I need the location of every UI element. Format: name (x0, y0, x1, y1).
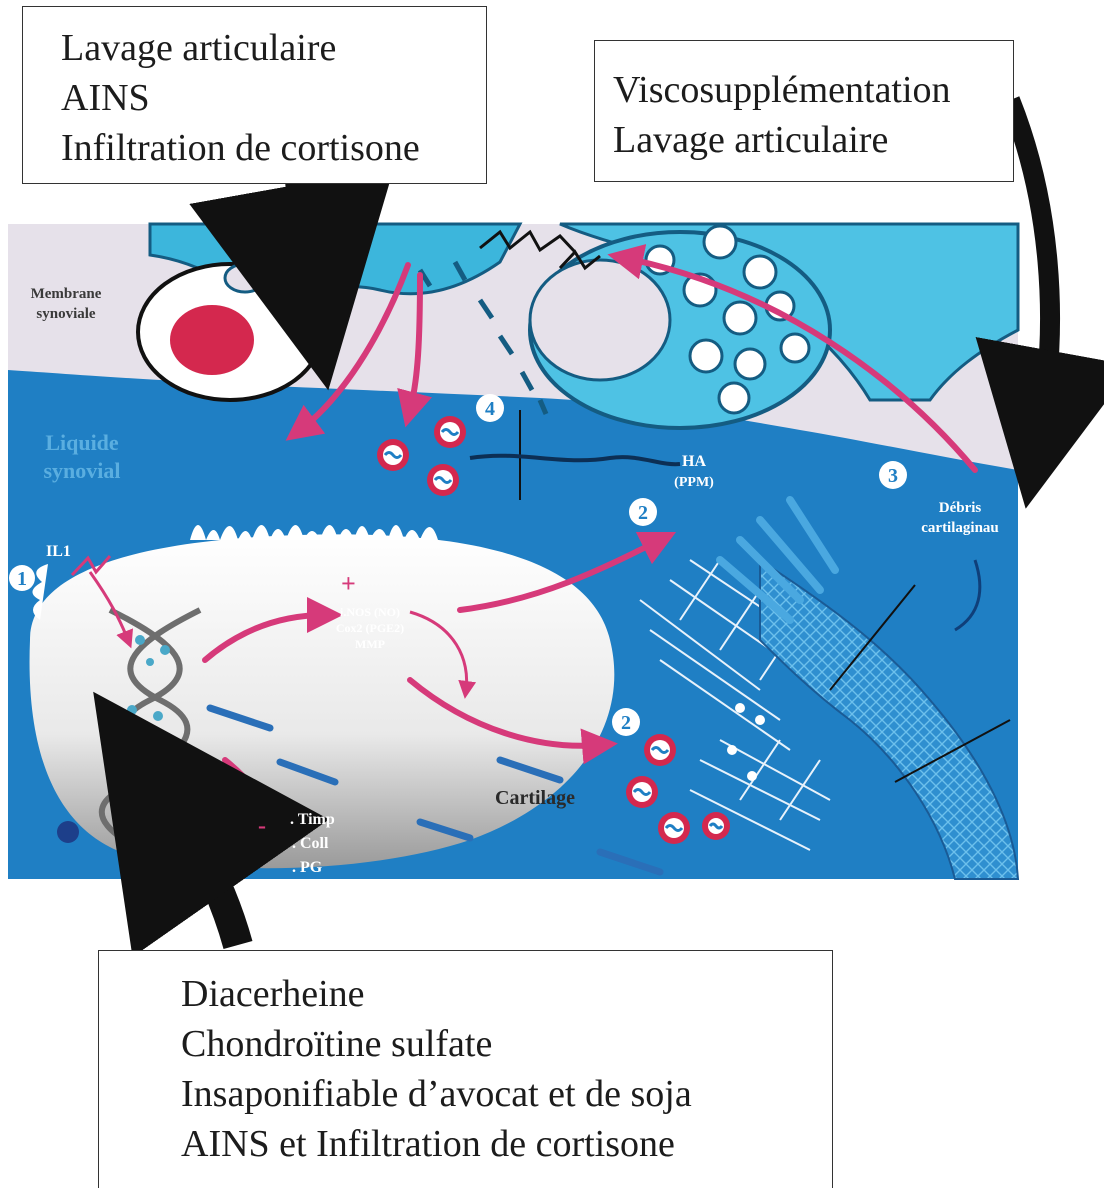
marker-2b: 2 (621, 712, 631, 734)
label-timp: . Timp (290, 811, 335, 828)
treatment-diacerheine: Diacerheine (181, 969, 832, 1019)
treatment-box-synovial: Lavage articulaire AINS Infiltration de … (22, 6, 487, 184)
label-liquide-1: Liquide (45, 430, 119, 455)
treatment-cortisone: Infiltration de cortisone (61, 123, 486, 173)
label-inos: i.NOS (NO) (340, 605, 400, 619)
arrow-top-left-treatment (298, 178, 310, 288)
marker-3: 3 (888, 465, 898, 487)
label-coll: . Coll (292, 835, 329, 852)
treatment-viscosupplementation: Viscosupplémentation (613, 65, 1013, 115)
label-plus: + (341, 569, 356, 598)
label-membrane-1: Membrane (31, 286, 102, 302)
label-pg: . PG (292, 859, 323, 876)
vesicle-cell-cavity (530, 260, 670, 380)
label-ha-2: (PPM) (674, 475, 714, 490)
vacuole-small (225, 264, 265, 292)
label-debris-2: cartilaginau (921, 520, 999, 536)
label-cox: Cox2 (PGE2) (336, 621, 404, 635)
treatment-lavage-2: Lavage articulaire (613, 115, 1013, 165)
label-liquide-2: synovial (43, 458, 120, 483)
label-cartilage: Cartilage (495, 787, 575, 809)
label-membrane-2: synoviale (36, 306, 96, 322)
synoviocyte-nucleus (170, 305, 254, 375)
label-minus: - (258, 813, 266, 839)
receptor-dot (57, 821, 79, 843)
treatment-box-fluid: Viscosupplémentation Lavage articulaire (594, 40, 1014, 182)
label-mmp: MMP (355, 637, 385, 651)
treatment-ains: AINS (61, 73, 486, 123)
treatment-ains-cortisone: AINS et Infiltration de cortisone (181, 1119, 832, 1169)
label-il1: IL1 (46, 543, 71, 560)
marker-1: 1 (17, 568, 27, 590)
marker-4: 4 (485, 398, 495, 420)
marker-2a: 2 (638, 502, 648, 524)
label-ha-1: HA (682, 453, 706, 470)
treatment-insaponifiable: Insaponifiable d’avocat et de soja (181, 1069, 832, 1119)
label-debris-1: Débris (939, 500, 982, 516)
treatment-lavage: Lavage articulaire (61, 23, 486, 73)
treatment-box-cartilage: Diacerheine Chondroïtine sulfate Insapon… (98, 950, 833, 1188)
treatment-chondroitine: Chondroïtine sulfate (181, 1019, 832, 1069)
